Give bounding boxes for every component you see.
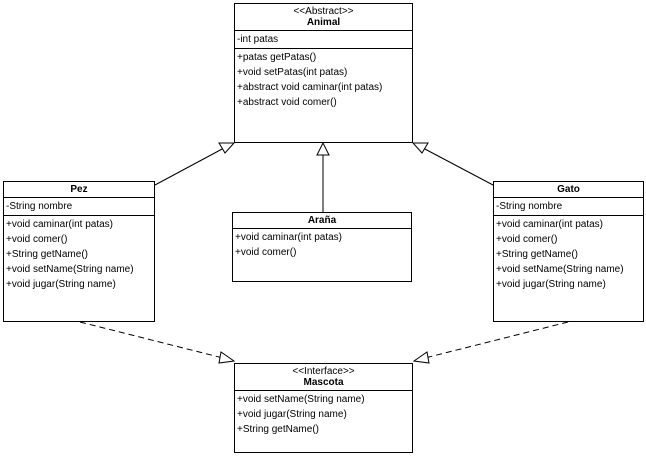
class-arana-name: Araña [307, 215, 337, 226]
method: +void comer() [6, 234, 68, 245]
method: +void jugar(String name) [496, 279, 606, 290]
method: +void setPatas(int patas) [237, 67, 348, 78]
class-animal-methods: +patas getPatas() +void setPatas(int pat… [235, 48, 412, 111]
class-gato-methods: +void caminar(int patas) +void comer() +… [494, 215, 643, 293]
class-mascota-methods: +void setName(String name) +void jugar(S… [235, 390, 412, 438]
pez-mascota-realization-line [79, 321, 224, 359]
attribute: -int patas [237, 34, 279, 45]
class-animal-name: Animal [306, 17, 341, 28]
method: +patas getPatas() [237, 52, 317, 63]
gato-animal-inheritance-arrowhead [411, 142, 429, 154]
class-mascota-name: Mascota [303, 377, 344, 388]
attribute: -String nombre [6, 201, 73, 212]
class-mascota: <<Interface>> Mascota +void setName(Stri… [234, 363, 413, 453]
class-animal-attributes: -int patas [235, 30, 412, 48]
gato-mascota-realization-line [424, 321, 569, 359]
method: +void setName(String name) [6, 264, 134, 275]
class-animal-stereotype: <<Abstract>> [293, 6, 354, 17]
class-mascota-header: <<Interface>> Mascota [235, 364, 412, 390]
method: +String getName() [237, 424, 319, 435]
method: +void comer() [496, 234, 558, 245]
class-gato: Gato -String nombre +void caminar(int pa… [493, 181, 644, 322]
class-pez-header: Pez [4, 182, 154, 197]
class-mascota-stereotype: <<Interface>> [292, 366, 355, 377]
class-pez: Pez -String nombre +void caminar(int pat… [3, 181, 155, 322]
class-arana-header: Araña [233, 213, 411, 228]
method: +void jugar(String name) [237, 409, 347, 420]
class-gato-name: Gato [557, 184, 580, 195]
method: +String getName() [496, 249, 578, 260]
class-animal-header: <<Abstract>> Animal [235, 4, 412, 30]
method: +void comer() [235, 247, 297, 258]
method: +String getName() [6, 249, 88, 260]
method: +void caminar(int patas) [6, 219, 113, 230]
class-arana-methods: +void caminar(int patas) +void comer() [233, 228, 411, 261]
method: +void caminar(int patas) [496, 219, 603, 230]
class-animal: <<Abstract>> Animal -int patas +patas ge… [234, 3, 413, 143]
pez-mascota-realization-arrowhead [218, 351, 236, 364]
attribute: -String nombre [496, 201, 563, 212]
gato-animal-inheritance-line [422, 147, 494, 186]
method: +void jugar(String name) [6, 279, 116, 290]
method: +abstract void comer() [237, 97, 337, 108]
method: +void setName(String name) [237, 394, 365, 405]
class-pez-name: Pez [70, 184, 88, 195]
class-arana: Araña +void caminar(int patas) +void com… [232, 212, 412, 282]
arana-animal-inheritance-arrowhead [316, 141, 330, 156]
method: +void setName(String name) [496, 264, 624, 275]
class-gato-header: Gato [494, 182, 643, 197]
gato-mascota-realization-arrowhead [412, 351, 430, 364]
class-pez-methods: +void caminar(int patas) +void comer() +… [4, 215, 154, 293]
pez-animal-inheritance-line [154, 147, 225, 186]
method: +void caminar(int patas) [235, 232, 342, 243]
class-gato-attributes: -String nombre [494, 197, 643, 215]
pez-animal-inheritance-arrowhead [218, 142, 236, 154]
class-pez-attributes: -String nombre [4, 197, 154, 215]
method: +abstract void caminar(int patas) [237, 82, 383, 93]
